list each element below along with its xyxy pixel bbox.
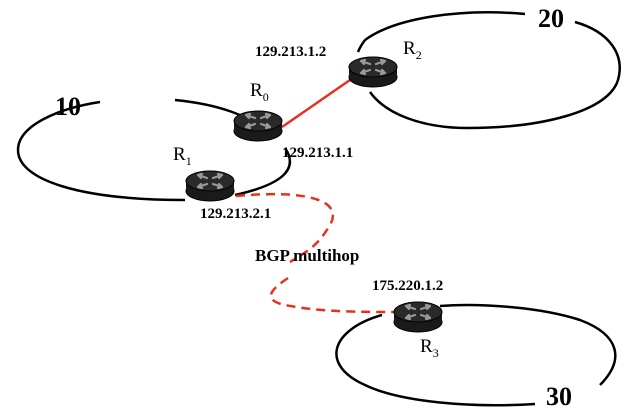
r0-address: 129.213.1.1: [282, 145, 353, 161]
r3-address: 175.220.1.2: [372, 278, 443, 294]
router-r3-icon: [392, 300, 444, 334]
as-10-label: 10: [55, 92, 81, 121]
router-r2-icon: [347, 55, 399, 89]
r2-address: 129.213.1.2: [255, 44, 326, 60]
router-r2-label: R2: [403, 38, 422, 62]
router-r3-label: R3: [420, 336, 439, 360]
router-r1-label: R1: [173, 144, 192, 168]
as-20-boundary: [356, 11, 621, 130]
router-r0-label: R0: [250, 80, 269, 104]
r1-address: 129.213.2.1: [200, 206, 271, 222]
r0-r2-link: [281, 78, 351, 129]
bgp-multihop-link: [235, 192, 396, 314]
as-20-label: 20: [538, 4, 564, 33]
as-30-label: 30: [546, 382, 572, 411]
router-r1-icon: [184, 169, 236, 203]
bgp-multihop-label: BGP multihop: [255, 246, 359, 265]
router-r0-icon: [232, 109, 284, 143]
as-30-boundary: [335, 303, 617, 407]
